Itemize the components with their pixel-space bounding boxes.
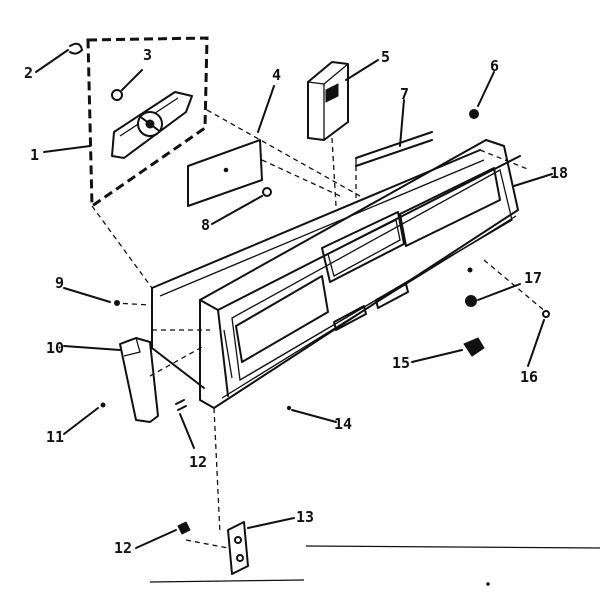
part-10-end-cap bbox=[119, 337, 159, 423]
callout-2: 2 bbox=[24, 64, 33, 82]
part-16-screw bbox=[542, 310, 550, 318]
callout-6: 6 bbox=[490, 57, 499, 75]
part-6-nut bbox=[469, 109, 479, 119]
part-17-nut bbox=[465, 295, 477, 307]
callout-11: 11 bbox=[46, 428, 64, 446]
part-8-screw bbox=[262, 187, 272, 197]
part-13-bracket bbox=[227, 521, 249, 575]
callout-12-upper: 12 bbox=[189, 453, 207, 471]
callout-10: 10 bbox=[46, 339, 64, 357]
part-5-module bbox=[307, 61, 349, 141]
callout-1: 1 bbox=[30, 146, 39, 164]
part-3-screw bbox=[111, 89, 123, 101]
part-12-screw-upper bbox=[175, 399, 187, 411]
part-7-strip bbox=[355, 131, 433, 167]
callout-16: 16 bbox=[520, 368, 538, 386]
part-15-clip bbox=[463, 337, 485, 357]
callout-7: 7 bbox=[400, 85, 409, 103]
callout-12-lower: 12 bbox=[114, 539, 132, 557]
callout-8: 8 bbox=[201, 216, 210, 234]
callout-13: 13 bbox=[296, 508, 314, 526]
callout-9: 9 bbox=[55, 274, 64, 292]
callout-5: 5 bbox=[381, 48, 390, 66]
part-2-clip bbox=[69, 42, 83, 55]
part-14-screw bbox=[286, 405, 292, 411]
callout-18: 18 bbox=[550, 164, 568, 182]
assembly-guide-lines bbox=[91, 109, 547, 549]
callout-labels: 2 3 1 4 5 6 7 8 9 10 11 12 12 13 14 15 1… bbox=[24, 46, 568, 557]
callout-17: 17 bbox=[524, 269, 542, 287]
callout-14: 14 bbox=[334, 415, 352, 433]
callout-3: 3 bbox=[143, 46, 152, 64]
part-4-plate bbox=[187, 139, 263, 207]
part-1-switch-assembly bbox=[86, 36, 209, 209]
part-18-backguard bbox=[151, 139, 521, 409]
part-12-screw-lower bbox=[177, 521, 191, 535]
callout-15: 15 bbox=[392, 354, 410, 372]
part-11-screw bbox=[100, 402, 106, 408]
baseline-rules bbox=[149, 545, 601, 586]
callout-4: 4 bbox=[272, 66, 281, 84]
leader-lines bbox=[35, 49, 553, 549]
